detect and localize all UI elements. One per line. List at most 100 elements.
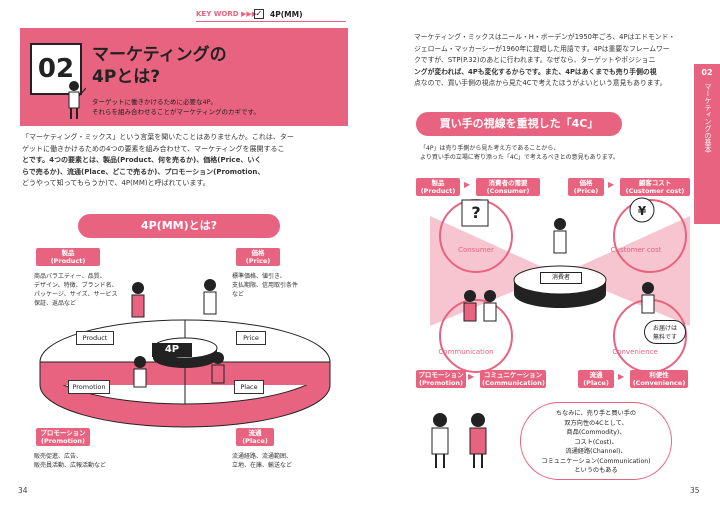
product-tag-right: 製品 (Product) [416, 178, 460, 196]
side-tab-text: マーケティングの基本 [704, 83, 712, 153]
note-line: 流通経路(Channel)、 [565, 448, 627, 455]
desc-line: など [232, 291, 245, 298]
tag-line: (Price) [573, 187, 599, 195]
characters-illustration [431, 413, 487, 468]
consumer-tag: 消費者の需要 (Consumer) [476, 178, 540, 196]
desc-line: 販売員活動、広報活動など [34, 462, 107, 469]
tag-line: (Product) [50, 257, 86, 265]
body-line: らで売るか)、流通(Place、どこで売るか)、プロモーション(Promotio… [22, 167, 265, 176]
desc-line: デザイン、特徴、ブランド名、 [34, 282, 118, 289]
promotion-tag-right: プロモーション (Promotion) [416, 370, 466, 388]
communication-caption: Communication [438, 348, 494, 356]
body-line: どうやって知ってもらうか)で、4P(MM)と呼ばれています。 [22, 179, 210, 188]
page-subtitle-line1: ターゲットに働きかけるために必要な4P。 [92, 98, 218, 106]
tag-line: (Place) [242, 437, 268, 445]
check-icon: ✓ [254, 9, 264, 19]
price-tag-right: 価格 (Price) [568, 178, 604, 196]
note-line: コミュニケーション(Communication) [541, 457, 651, 465]
consumer-caption: Consumer [458, 246, 494, 254]
tag-line: 消費者の需要 [488, 179, 528, 187]
page-number-right: 35 [690, 486, 700, 495]
tag-line: (Product) [420, 187, 456, 195]
keyword-label: KEY WORD ▶▶▶ [196, 10, 258, 18]
place-desc: 流通経路、流通範囲、 立地、在庫、輸送など [232, 452, 292, 470]
note-line: ちなみに、売り手と買い手の [555, 410, 637, 417]
desc-line: 支払期限、信用取引条件 [232, 282, 299, 289]
center-consumer-label: 消費者 [540, 272, 582, 284]
arrow-icon: ▶ [468, 372, 475, 381]
section-heading: 4P(MM)とは? [78, 214, 280, 238]
product-label: Product [76, 331, 114, 345]
tag-line: (Promotion) [418, 379, 464, 387]
communication-tag: コミュニケーション (Communication) [480, 370, 546, 388]
keyword-text: 4P(MM) [270, 10, 303, 19]
tag-line: 製品 [431, 179, 445, 187]
tag-line: 製品 [61, 249, 75, 257]
tag-line: (Price) [245, 257, 271, 265]
desc-line: 標準価格、値引き、 [232, 273, 286, 280]
page-title-line2: 4Pとは? [92, 67, 161, 87]
desc-line: 流通経路、流通範囲、 [232, 453, 293, 460]
customer-cost-caption: Customer cost [610, 246, 662, 254]
tag-line: プロモーション [40, 429, 86, 437]
tag-line: 顧客コスト [638, 179, 672, 187]
desc-line: 商品バラエティー、品質、 [34, 273, 106, 280]
note-line: 商品(Commodity)、 [566, 429, 626, 436]
price-desc: 標準価格、値引き、 支払期限、信用取引条件 など [232, 272, 298, 299]
place-tag-right: 流通 (Place) [578, 370, 614, 388]
intro-line: より買い手の立場に寄り添った「4C」で考えるべきとの意見もあります。 [420, 154, 620, 161]
customer-cost-tag: 顧客コスト (Customer cost) [620, 178, 690, 196]
tag-line: (Place) [583, 379, 609, 387]
tag-line: (Communication) [482, 379, 545, 387]
question-mark: ? [471, 203, 481, 222]
page-subtitle-line2: それらを組み合わせることがマーケティングのカギです。 [92, 108, 260, 116]
body-line: ジェローム・マッカーシーが1960年に提唱した用語です。4Pは重要なフレームワー [414, 44, 670, 53]
desc-line: 立地、在庫、輸送など [232, 462, 293, 469]
right-page: マーケティング・ミックスはニール・H・ボーデンが1950年ごろ、4Pはエドモンド… [360, 0, 720, 512]
convenience-tag: 利便性 (Convenience) [630, 370, 688, 388]
4p-diagram [39, 279, 331, 428]
teacher-icon [62, 80, 87, 120]
price-tag: 価格 (Price) [236, 248, 280, 266]
side-tab: 02 マーケティングの基本 [694, 64, 720, 224]
promotion-label: Promotion [68, 380, 110, 394]
arrow-icon: ▶ [608, 180, 615, 189]
bubble-line: お届けは [652, 325, 677, 332]
tag-line: (Convenience) [632, 379, 686, 387]
promotion-tag: プロモーション (Promotion) [36, 428, 90, 446]
desc-line: パッケージ、サイズ、サービス [34, 291, 118, 298]
place-tag: 流通 (Place) [236, 428, 274, 446]
page-number-left: 34 [18, 486, 28, 495]
body-text: 「マーケティング・ミックス」という言葉を聞いたことはありませんか。これは、ター … [22, 132, 348, 190]
tag-line: 価格 [579, 179, 593, 187]
bubble-line: 無料です [652, 334, 677, 341]
product-tag: 製品 (Product) [36, 248, 100, 266]
body-line: クですが、STP(P.32)のあとに行われます。なぜなら、ターゲットやポジショニ [414, 56, 656, 65]
arrow-icon: ▶ [618, 372, 625, 381]
place-label: Place [234, 380, 264, 394]
body-line: 「マーケティング・ミックス」という言葉を聞いたことはありませんか。これは、ター [22, 133, 294, 141]
body-line: マーケティング・ミックスはニール・H・ボーデンが1950年ごろ、4Pはエドモンド… [414, 33, 676, 41]
tag-line: (Promotion) [40, 437, 86, 445]
note-line: 双方向性の4Cとして、 [564, 419, 628, 427]
tag-line: プロモーション [418, 371, 464, 379]
center-4p-label: 4P [152, 343, 192, 357]
delivery-bubble: お届けは 無料です [644, 320, 686, 344]
page-title-line1: マーケティングの [92, 45, 227, 65]
tag-line: 価格 [251, 249, 265, 257]
tag-line: 利便性 [649, 371, 669, 379]
side-tab-number: 02 [701, 68, 713, 77]
price-label: Price [236, 331, 266, 345]
desc-line: 販売促進、広告、 [34, 453, 83, 460]
note-line: コスト(Cost)、 [574, 438, 618, 446]
tag-line: (Consumer) [486, 187, 530, 195]
body-line: ングが変われば、4Pも変化するからです。また、4Pはあくまでも売り手側の視 [414, 67, 657, 76]
tag-line: (Customer cost) [625, 187, 685, 195]
desc-line: 保証、返品など [34, 300, 77, 307]
body-line: とです。4つの要素とは、製品(Product、何を売るか)、価格(Price、い… [22, 156, 262, 165]
note-bubble: ちなみに、売り手と買い手の 双方向性の4Cとして、 商品(Commodity)、… [520, 402, 672, 480]
note-line: というのもある [574, 467, 618, 474]
intro-line: 「4P」は売り手側から見た考え方であることから、 [420, 145, 560, 152]
tag-line: 流通 [248, 429, 262, 437]
left-page: KEY WORD ▶▶▶ ✓ 4P(MM) 02 マーケティングの 4Pとは? … [18, 9, 348, 495]
